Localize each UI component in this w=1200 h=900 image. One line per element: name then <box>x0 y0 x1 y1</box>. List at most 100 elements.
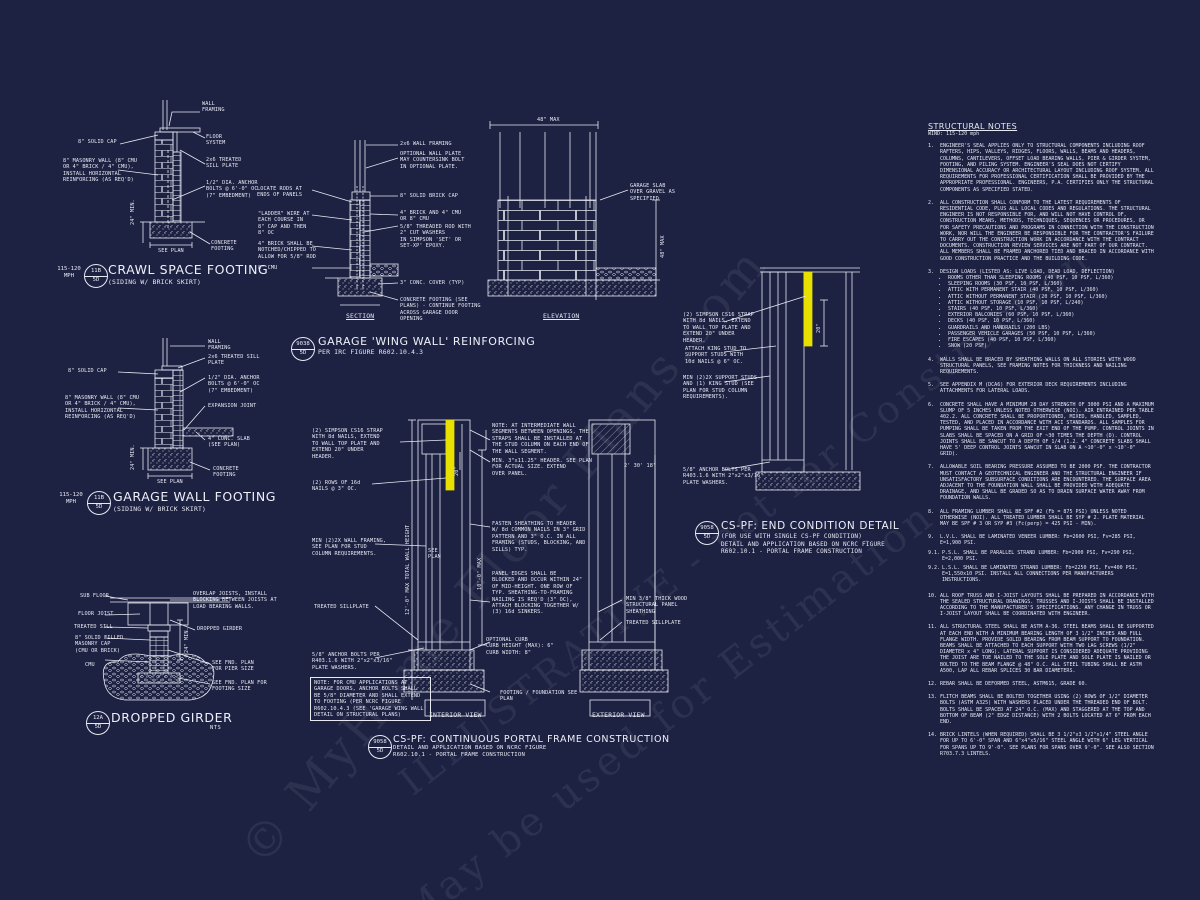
structural-note-number: 4. <box>928 356 935 363</box>
structural-note: 8.ALL FRAMING LUMBER SHALL BE SPF #2 (Fb… <box>928 509 1154 528</box>
wing-cmu-label: 8" CMU <box>258 265 278 271</box>
structural-note-body: DESIGN LOADS (LISTED AS: LIVE LOAD, DEAD… <box>940 269 1154 350</box>
structural-note-body: ALL CONSTRUCTION SHALL CONFORM TO THE LA… <box>940 200 1154 262</box>
crawl-bubble-bottom: 5D <box>92 277 100 283</box>
portal-bubble-bottom: 5D <box>376 748 384 754</box>
girder-dropped-label: DROPPED GIRDER <box>197 626 243 632</box>
portal-dim-12: 12'-0" MAX TOTAL WALL HEIGHT <box>405 524 411 615</box>
structural-note: 1.ENGINEER'S SEAL APPLIES ONLY TO STRUCT… <box>928 143 1154 193</box>
structural-note-body: REBAR SHALL BE DEFORMED STEEL, ASTM615, … <box>940 681 1154 687</box>
end-bubble-bottom: 5D <box>703 534 711 540</box>
girder-bubble-top: 12A <box>92 715 104 721</box>
garage-bubble-bottom: 5D <box>95 504 103 510</box>
wing-wall-section-drawing <box>311 140 399 306</box>
garage-subtitle: (SIDING W/ BRICK SKIRT) <box>113 505 207 513</box>
garage-wall-framing-label: WALL FRAMING <box>208 339 231 352</box>
end-title: CS-PF: END CONDITION DETAIL <box>721 520 900 532</box>
garage-mph: 115-120 MPH <box>59 492 83 505</box>
structural-note-number: 5. <box>928 382 935 389</box>
structural-note: 12.REBAR SHALL BE DEFORMED STEEL, ASTM61… <box>928 681 1154 687</box>
portal-footing-label: FOOTING / FOUNDATION SEE PLAN <box>500 690 578 703</box>
wing-ladder-label: "LADDER" WIRE AT EACH COURSE IN 8" CAP A… <box>258 211 310 237</box>
structural-note-number: 3. <box>928 268 935 275</box>
crawl-subtitle: (SIDING W/ BRICK SKIRT) <box>108 278 202 286</box>
girder-cmu-label: CMU <box>85 662 95 668</box>
design-load-item: SLEEPING ROOMS (30 PSF, 10 PSF, L/360) <box>948 281 1154 287</box>
structural-note-text: BRICK LINTELS (WHEN REQUIRED) SHALL BE 3… <box>940 732 1154 757</box>
structural-note-body: ALL ROOF TRUSS AND I-JOIST LAYOUTS SHALL… <box>940 593 1154 618</box>
wing-brick-cmu-label: 4" BRICK AND 4" CMU OR 8" CMU <box>400 210 462 223</box>
girder-overlap-label: OVERLAP JOISTS, INSTALL BLOCKING BETWEEN… <box>193 591 277 610</box>
design-load-item: ATTIC WITH PERMANENT STAIR (40 PSF, 10 P… <box>948 287 1154 293</box>
structural-notes-list: 1.ENGINEER'S SEAL APPLIES ONLY TO STRUCT… <box>928 143 1154 757</box>
end-king-label: ATTACH KING STUD TO SUPPORT STUDS WITH 1… <box>685 346 747 365</box>
structural-note: 11.ALL STRUCTURAL STEEL SHALL BE ASTM A-… <box>928 624 1154 674</box>
structural-note: 14.BRICK LINTELS (WHEN REQUIRED) SHALL B… <box>928 732 1154 757</box>
wing-subtitle: PER IRC FIGURE R602.10.4.3 <box>318 348 424 356</box>
design-load-item: EXTERIOR BALCONIES (60 PSF, 10 PSF, L/36… <box>948 312 1154 318</box>
structural-note: 4. WALLS SHALL BE BRACED BY SHEATHING WAL… <box>928 357 1154 376</box>
structural-note-body: CONCRETE SHALL HAVE A MINIMUM 28 DAY STR… <box>940 402 1154 458</box>
end-anchor-label: 5/8" ANCHOR BOLTS PER R403.1.6 WITH 2"x2… <box>683 467 764 486</box>
structural-note-body: FLITCH BEAMS SHALL BE BOLTED TOGETHER US… <box>940 694 1154 725</box>
structural-subnote-text: L.S.L. SHALL BE LAMINATED STRAND LUMBER:… <box>942 564 1138 584</box>
structural-note: 10.ALL ROOF TRUSS AND I-JOIST LAYOUTS SH… <box>928 593 1154 618</box>
structural-note-text: WALLS SHALL BE BRACED BY SHEATHING WALLS… <box>940 356 1136 375</box>
girder-footing-size-label: SEE FND. PLAN FOR FOOTING SIZE <box>212 680 267 693</box>
structural-note-body: ALL STRUCTURAL STEEL SHALL BE ASTM A-36.… <box>940 624 1154 674</box>
crawl-masonry-label: 8" MASONRY WALL (8" CMU OR 4" BRICK / 4"… <box>63 158 138 184</box>
end-bubble-top: 9058 <box>700 525 714 531</box>
garage-masonry-label: 8" MASONRY WALL (8" CMU OR 4" BRICK / 4"… <box>65 395 140 421</box>
design-load-item: PASSENGER VEHICLE GARAGES (50 PSF, 10 PS… <box>948 331 1154 337</box>
portal-exterior-drawing <box>579 419 669 717</box>
wing-section-label: SECTION <box>346 312 375 320</box>
structural-note-number: 11. <box>928 624 938 631</box>
structural-note-number: 14. <box>928 732 938 739</box>
portal-title: CS-PF: CONTINUOUS PORTAL FRAME CONSTRUCT… <box>393 734 670 745</box>
portal-panel-edges-label: PANEL EDGES SHALL BE BLOCKED AND OCCUR W… <box>492 571 583 616</box>
structural-note-number: 1. <box>928 143 935 150</box>
structural-subnote-number: 9.1. <box>928 549 941 556</box>
structural-notes-wind: WIND: 115-120 mph <box>928 131 980 137</box>
design-load-item: SNOW (20 PSF) <box>948 343 1154 349</box>
girder-bubble-bottom: 5D <box>94 724 102 730</box>
structural-note-text: ALL STRUCTURAL STEEL SHALL BE ASTM A-36.… <box>940 624 1154 674</box>
structural-note: 7.ALLOWABLE SOIL BEARING PRESSURE ASSUME… <box>928 464 1154 501</box>
structural-note-body: WALLS SHALL BE BRACED BY SHEATHING WALLS… <box>940 357 1154 376</box>
structural-note-text: ALL ROOF TRUSS AND I-JOIST LAYOUTS SHALL… <box>940 592 1154 618</box>
design-load-item: ATTIC WITHOUT STORAGE (10 PSF, 10 PSF, L… <box>948 300 1154 306</box>
crawl-see-plan-label: SEE PLAN <box>158 248 184 254</box>
garage-slab-label: 4" CONC. SLAB (SEE PLAN) <box>208 436 250 449</box>
wing-title: GARAGE 'WING WALL' REINFORCING <box>318 335 536 348</box>
girder-title: DROPPED GIRDER <box>111 710 233 725</box>
portal-exterior-view-label: EXTERIOR VIEW <box>592 711 645 719</box>
structural-note-body: L.V.L. SHALL BE LAMINATED VENEER LUMBER:… <box>928 534 1154 585</box>
portal-see-plan: SEE PLAN <box>428 548 441 561</box>
girder-solid-filled-label: 8" SOLID FILLED MASONRY CAP (CMU OR BRIC… <box>75 635 124 654</box>
portal-interior-view-label: INTERIOR VIEW <box>429 711 482 719</box>
garage-wall-footing-drawing <box>117 338 234 479</box>
structural-subnote: 9.1.P.S.L. SHALL BE PARALLEL STRAND LUMB… <box>928 550 1154 562</box>
dropped-girder-drawing <box>102 595 230 701</box>
structural-note-text: ALL CONSTRUCTION SHALL CONFORM TO THE LA… <box>940 199 1154 262</box>
design-load-item: ATTIC WITHOUT PERMANENT STAIR (20 PSF, 1… <box>948 294 1154 300</box>
structural-note-body: BRICK LINTELS (WHEN REQUIRED) SHALL BE 3… <box>940 732 1154 757</box>
structural-note-number: 9. <box>928 534 935 541</box>
structural-note-text: L.V.L. SHALL BE LAMINATED VENEER LUMBER:… <box>940 534 1136 547</box>
design-load-item: FIRE ESCAPES (40 PSF, 10 PSF, L/360) <box>948 337 1154 343</box>
crawl-footing-drawing <box>117 100 211 248</box>
structural-note-text: ALL FRAMING LUMBER SHALL BE SPF #2 (Fb =… <box>940 508 1145 527</box>
wing-wall-elevation-drawing <box>487 121 660 300</box>
girder-dim-label: 24" MIN. <box>184 627 190 653</box>
crawl-mph: 115-120 MPH <box>57 266 81 279</box>
portal-header-label: MIN. 3"x11.25" HEADER. SEE PLAN FOR ACTU… <box>492 458 592 477</box>
wing-optional-plate-label: OPTIONAL WALL PLATE MAY COUNTERSINK BOLT… <box>400 151 465 170</box>
portal-sill-ext-label: TREATED SILLPLATE <box>626 620 681 626</box>
structural-subnote-text: P.S.L. SHALL BE PARALLEL STRAND LUMBER: … <box>942 549 1135 562</box>
crawl-treated-sill-label: 2x6 TREATED SILL PLATE <box>206 157 242 170</box>
portal-fasten-label: FASTEN SHEATHING TO HEADER W/ 8d COMMON … <box>492 521 586 553</box>
crawl-anchor-bolts-label: 1/2" DIA. ANCHOR BOLTS @ 6'-0" OC (7" EM… <box>206 180 258 199</box>
structural-note-number: 13. <box>928 694 938 701</box>
